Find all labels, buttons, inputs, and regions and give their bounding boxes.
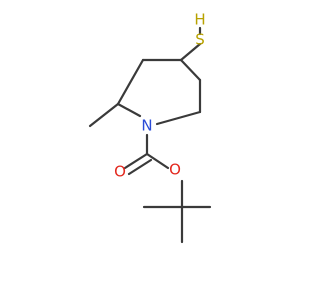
atom-h-label: H xyxy=(194,11,205,29)
atom-carbonyl-o-label: O xyxy=(114,163,126,181)
atom-n-label: N xyxy=(141,117,152,135)
bond-c2-c3 xyxy=(116,58,145,106)
atom-ester-o-label: O xyxy=(169,161,181,179)
bond-c4-c5 xyxy=(179,58,202,82)
bond-carbonyl-double-b xyxy=(127,158,153,176)
bond-c6-n xyxy=(155,110,202,126)
molecule-structure-diagram: H S N O O xyxy=(88,11,212,244)
bond-n-c2 xyxy=(116,102,142,118)
bond-c5-s xyxy=(179,42,202,62)
bond-carbonyl-ester-o xyxy=(145,152,170,170)
bond-carbonyl-double-a xyxy=(123,152,149,170)
bond-c2-methyl xyxy=(88,102,120,128)
atom-s-label: S xyxy=(195,31,205,49)
